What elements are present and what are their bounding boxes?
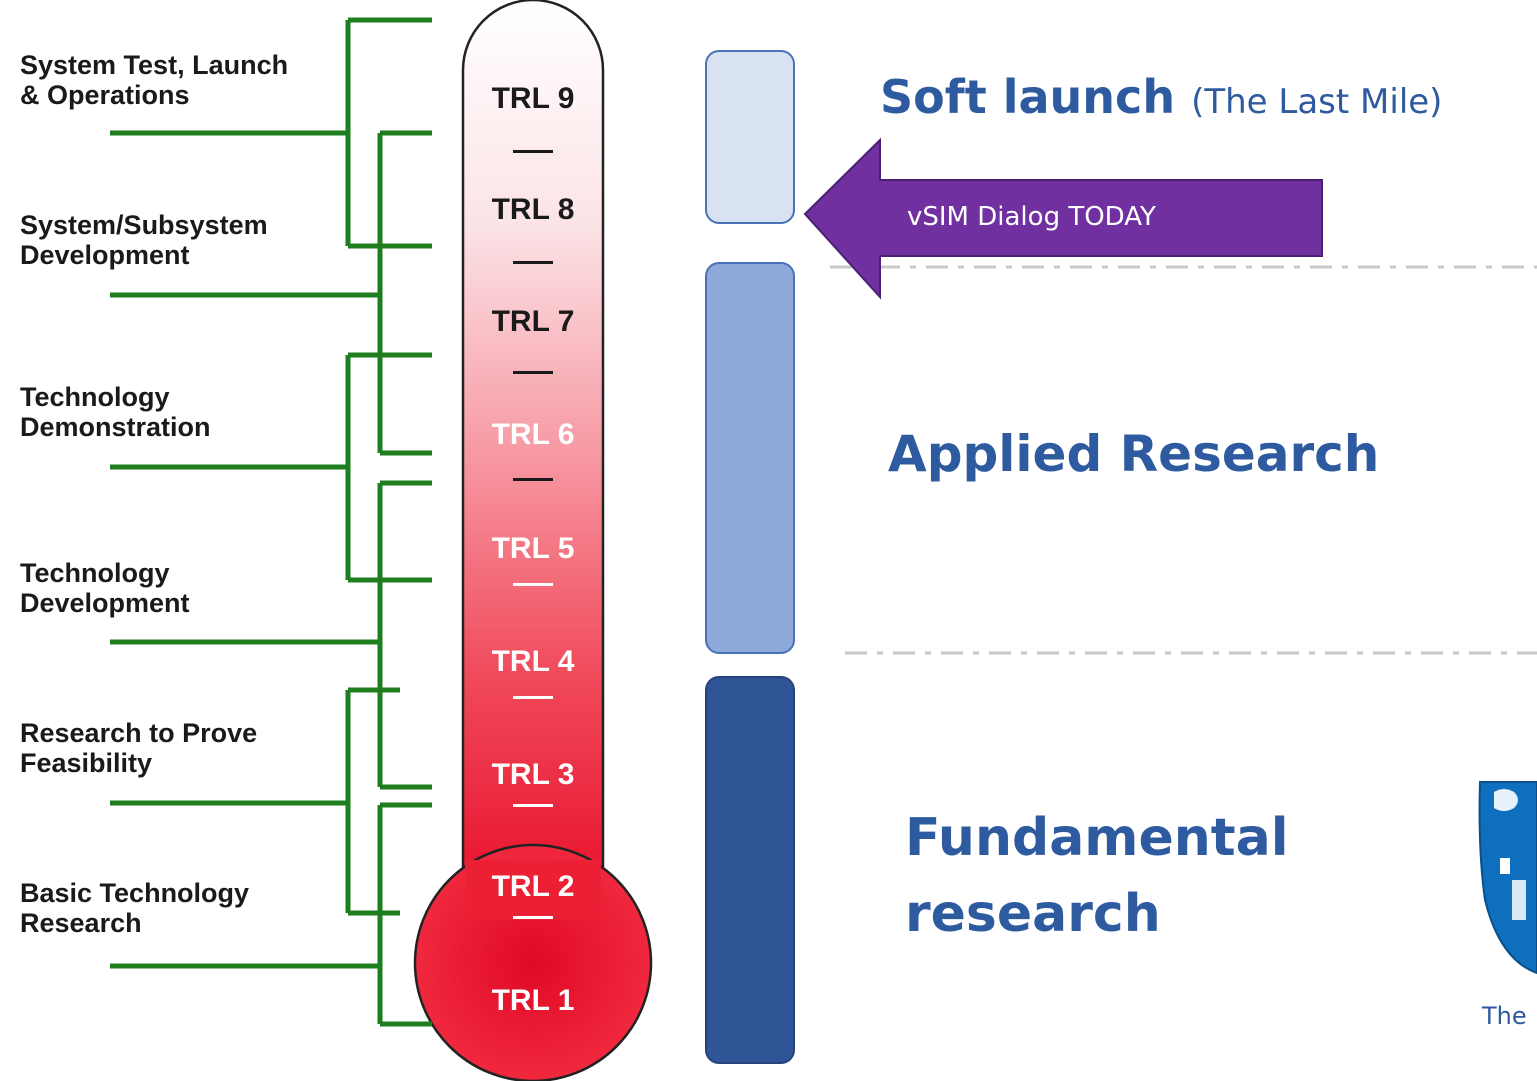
trl-dash bbox=[513, 804, 553, 807]
trl-dash bbox=[513, 261, 553, 264]
trl-dash bbox=[513, 916, 553, 919]
heading-soft-launch-bold: Soft launch bbox=[880, 70, 1176, 124]
stage-label-tech-dev: Technology Development bbox=[20, 558, 190, 618]
heading-fundamental-line1: Fundamental bbox=[905, 808, 1289, 868]
trl-2-label: TRL 2 bbox=[491, 870, 575, 903]
heading-soft-launch: Soft launch (The Last Mile) bbox=[880, 70, 1442, 124]
trl-dash bbox=[513, 371, 553, 374]
heading-fundamental-research: Fundamental research bbox=[905, 800, 1289, 952]
stage-label-basic-research: Basic Technology Research bbox=[20, 878, 250, 938]
trl-3-label: TRL 3 bbox=[491, 758, 575, 791]
band-fundamental-research bbox=[705, 676, 795, 1064]
heading-soft-launch-paren: (The Last Mile) bbox=[1191, 82, 1443, 122]
trl-4-label: TRL 4 bbox=[491, 645, 575, 678]
trl-6-label: TRL 6 bbox=[491, 418, 575, 451]
callout-text: vSIM Dialog TODAY bbox=[907, 202, 1156, 232]
stage-label-tech-demo: Technology Demonstration bbox=[20, 382, 211, 442]
band-soft-launch bbox=[705, 50, 795, 224]
stage-label-system-test: System Test, Launch & Operations bbox=[20, 50, 289, 110]
heading-fundamental-line2: research bbox=[905, 884, 1161, 944]
heading-applied-research: Applied Research bbox=[888, 425, 1380, 483]
trl-5-label: TRL 5 bbox=[491, 532, 575, 565]
trl-dash bbox=[513, 696, 553, 699]
trl-7-label: TRL 7 bbox=[491, 305, 575, 338]
trl-dash bbox=[513, 478, 553, 481]
crest-logo bbox=[1478, 781, 1537, 975]
bulb-neck bbox=[465, 860, 601, 920]
thermometer-tube bbox=[461, 0, 605, 902]
band-applied-research bbox=[705, 262, 795, 654]
trl-dash bbox=[513, 583, 553, 586]
logo-caption: The bbox=[1482, 1002, 1527, 1030]
trl-dash bbox=[513, 150, 553, 153]
callout-arrow bbox=[803, 137, 1323, 300]
trl-9-label: TRL 9 bbox=[491, 82, 575, 115]
stage-label-system-subsystem: System/Subsystem Development bbox=[20, 210, 268, 270]
trl-1-label: TRL 1 bbox=[491, 984, 575, 1017]
trl-8-label: TRL 8 bbox=[491, 193, 575, 226]
stage-connectors bbox=[110, 17, 432, 1027]
stage-label-research-feasibility: Research to Prove Feasibility bbox=[20, 718, 258, 778]
